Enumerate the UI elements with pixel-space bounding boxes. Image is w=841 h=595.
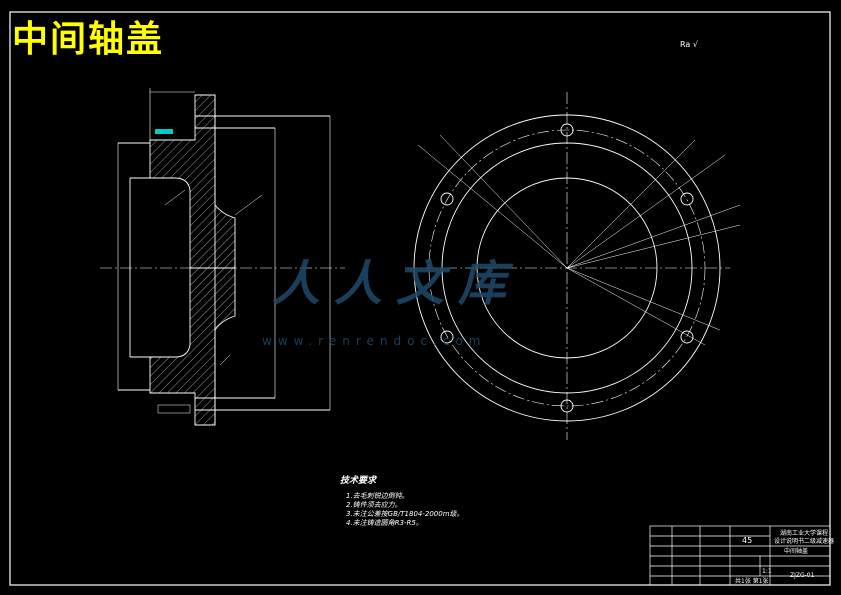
watermark-url: www.renrendoc.com: [262, 334, 487, 348]
technical-requirements-list: 1.去毛刺锐边倒钝。 2.铸件须去应力。 3.未注公差按GB/T1804-200…: [346, 492, 464, 528]
bolt-holes: [440, 123, 694, 413]
material-label: 45: [742, 536, 753, 545]
technical-requirement-item: 2.铸件须去应力。: [346, 501, 402, 509]
dimension-highlight: [155, 129, 173, 134]
scale-value: 1:1: [762, 568, 772, 575]
drawing-border: [9, 11, 831, 586]
sheet-count: 共1张 第1张: [735, 578, 769, 585]
school-line-1: 湖南工业大学课程: [780, 530, 829, 537]
technical-requirement-item: 3.未注公差按GB/T1804-2000m级。: [346, 510, 464, 518]
drawing-code: ZJZG-01: [790, 572, 815, 579]
section-hatch-upper: [149, 94, 236, 269]
technical-requirement-item: 1.去毛刺锐边倒钝。: [346, 492, 409, 500]
front-view: [405, 92, 741, 440]
part-name: 中间轴盖: [784, 548, 809, 555]
watermark-logo: 人人文库: [272, 256, 521, 312]
title-block: [649, 525, 831, 586]
roughness-note: Ra √: [680, 40, 698, 49]
technical-requirement-item: 4.未注铸造圆角R3-R5。: [346, 519, 423, 527]
section-hatch-lower: [149, 267, 236, 426]
section-view: [100, 88, 345, 426]
drawing-title: 中间轴盖: [12, 19, 165, 60]
technical-requirements-title: 技术要求: [340, 476, 377, 486]
school-line-2: 设计说明书二级减速器: [774, 538, 835, 545]
